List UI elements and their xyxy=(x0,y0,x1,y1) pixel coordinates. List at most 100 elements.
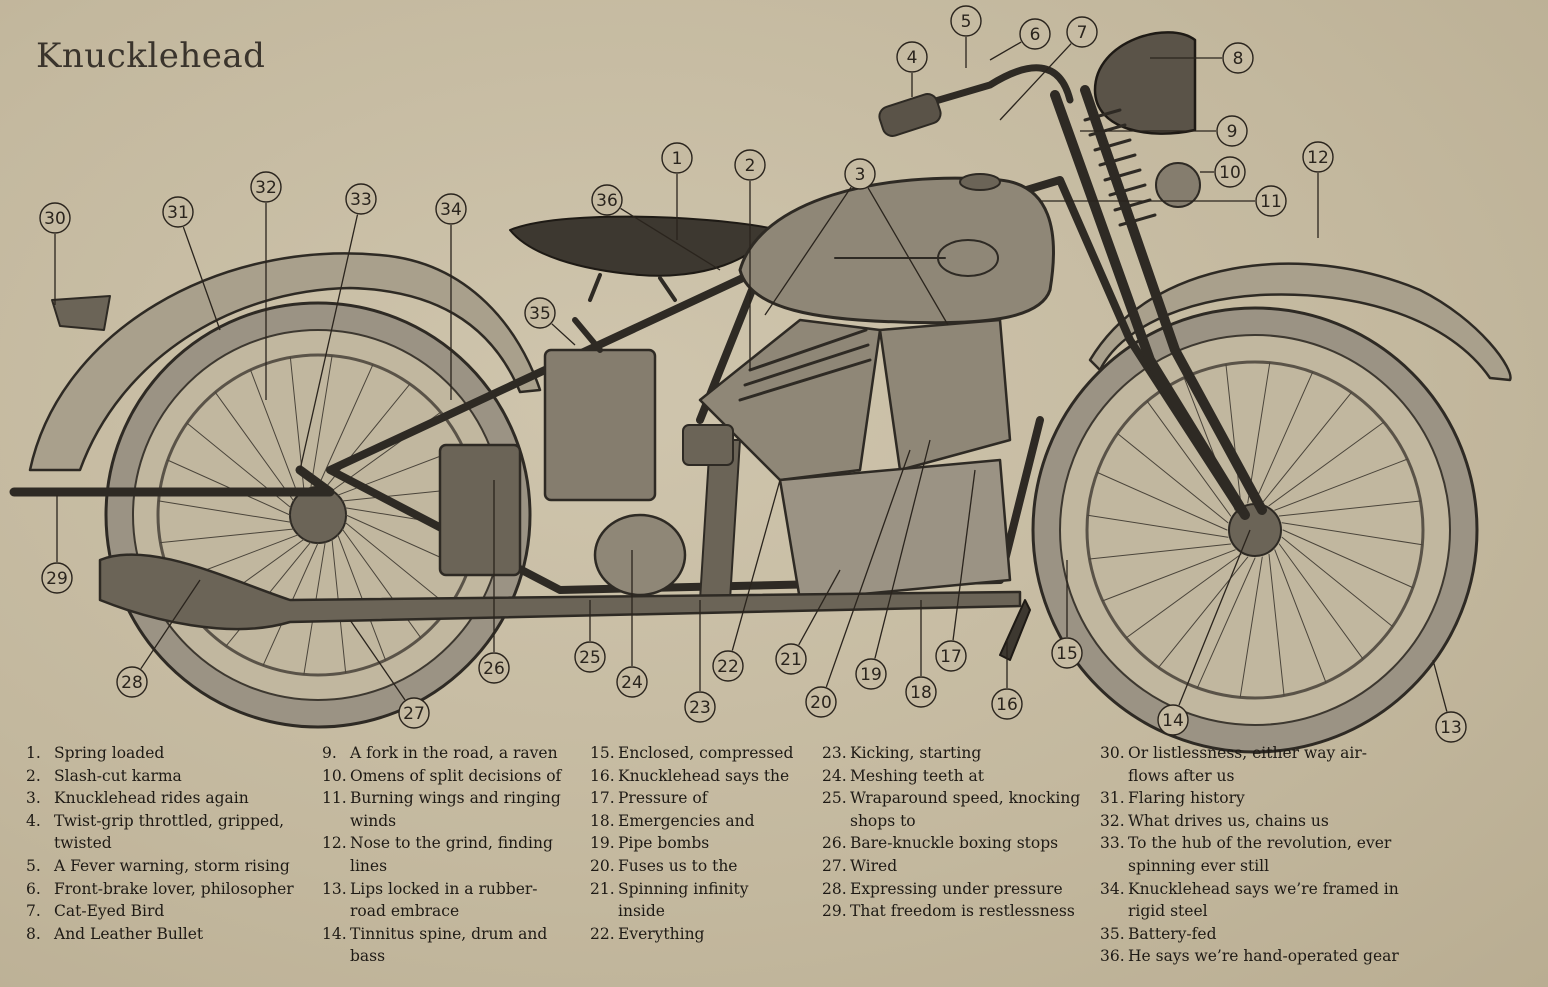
callout-number: 23 xyxy=(689,698,711,718)
callout-circle xyxy=(616,666,648,698)
callout-leader-6 xyxy=(989,41,1022,61)
handlebar xyxy=(901,64,1074,114)
legend-text: A Fever warning, storm rising xyxy=(54,856,290,875)
callout-22: 22 xyxy=(712,650,744,682)
callout-number: 6 xyxy=(1030,25,1041,45)
callout-28: 28 xyxy=(116,666,148,698)
callout-circle xyxy=(991,688,1023,720)
callout-number: 22 xyxy=(717,657,739,677)
legend-number: 31. xyxy=(1100,789,1125,808)
callout-circle xyxy=(935,640,967,672)
callout-number: 9 xyxy=(1227,122,1238,142)
legend-number: 21. xyxy=(590,879,615,898)
callout-circle xyxy=(684,691,716,723)
legend-item: 10.Omens of split decisions of xyxy=(322,765,572,788)
legend-text: Nose to the grind, finding lines xyxy=(350,834,553,875)
legend-item: 25.Wraparound speed, knocking shops to xyxy=(822,787,1082,832)
legend-item: 18.Emergencies and xyxy=(590,810,800,833)
callout-16: 16 xyxy=(991,688,1023,720)
callout-number: 26 xyxy=(483,659,505,679)
callout-23: 23 xyxy=(684,691,716,723)
callout-18: 18 xyxy=(905,676,937,708)
callout-33: 33 xyxy=(345,183,377,215)
legend-number: 12. xyxy=(322,834,347,853)
callout-35: 35 xyxy=(524,297,556,329)
callout-25: 25 xyxy=(574,641,606,673)
legend-text: Knucklehead rides again xyxy=(54,789,249,808)
callout-24: 24 xyxy=(616,666,648,698)
legend-item: 9.A fork in the road, a raven xyxy=(322,742,572,765)
callout-4: 4 xyxy=(896,41,928,73)
legend-text: Everything xyxy=(618,924,705,943)
legend-text: Bare-knuckle boxing stops xyxy=(850,834,1059,853)
callout-3: 3 xyxy=(844,158,876,190)
callout-circle xyxy=(805,686,837,718)
legend-text: That freedom is restlessness xyxy=(850,902,1075,921)
callout-circle xyxy=(345,183,377,215)
legend-number: 15. xyxy=(590,744,615,762)
legend-text: Flaring history xyxy=(1128,789,1245,808)
legend-item: 30.Or listlessness, either way air-flows… xyxy=(1100,742,1400,787)
legend-text: Twist-grip throttled, gripped, twisted xyxy=(54,811,285,853)
gas-tank xyxy=(738,176,1055,325)
callout-circle xyxy=(250,171,282,203)
callout-17: 17 xyxy=(935,640,967,672)
callout-number: 12 xyxy=(1307,148,1329,168)
callout-5: 5 xyxy=(950,5,982,37)
callout-number: 7 xyxy=(1077,23,1088,43)
legend-text: Omens of split decisions of xyxy=(350,766,562,785)
legend-text: Wraparound speed, knocking shops to xyxy=(850,789,1081,830)
legend-number: 32. xyxy=(1100,811,1125,830)
legend-item: 12.Nose to the grind, finding lines xyxy=(322,832,572,877)
legend-number: 24. xyxy=(822,766,847,785)
legend-item: 17.Pressure of xyxy=(590,787,800,810)
callout-number: 14 xyxy=(1162,711,1184,731)
legend-item: 13.Lips locked in a rubber-road embrace xyxy=(322,878,572,923)
legend-item: 21.Spinning infinity inside xyxy=(590,878,800,923)
callout-leader-7 xyxy=(999,43,1072,121)
legend-text: Slash-cut karma xyxy=(54,766,182,785)
callout-leader-31 xyxy=(182,226,221,331)
legend-item: 2.Slash-cut karma xyxy=(26,765,306,788)
callout-36: 36 xyxy=(591,184,623,216)
legend-text: Enclosed, compressed xyxy=(618,744,794,762)
callout-circle xyxy=(1216,115,1248,147)
callout-number: 15 xyxy=(1056,644,1078,664)
legend-number: 8. xyxy=(26,924,41,943)
legend-item: 26.Bare-knuckle boxing stops xyxy=(822,832,1082,855)
callout-circle xyxy=(398,697,430,729)
callout-number: 16 xyxy=(996,695,1018,715)
legend-number: 22. xyxy=(590,924,615,943)
legend-text: To the hub of the revolution, ever spinn… xyxy=(1128,834,1392,875)
callout-leader-21 xyxy=(798,569,841,646)
legend-text: Pressure of xyxy=(618,789,708,808)
legend-text: Battery-fed xyxy=(1128,924,1217,943)
callout-number: 25 xyxy=(579,648,601,668)
callout-number: 1 xyxy=(672,149,683,169)
legend-item: 31.Flaring history xyxy=(1100,787,1400,810)
legend-item: 8.And Leather Bullet xyxy=(26,923,306,946)
callout-leader-3 xyxy=(867,187,949,326)
legend-text: Tinnitus spine, drum and bass xyxy=(350,924,548,966)
callout-14: 14 xyxy=(1157,704,1189,736)
legend-item: 1.Spring loaded xyxy=(26,742,306,765)
callout-number: 31 xyxy=(167,203,189,223)
callout-circle xyxy=(162,196,194,228)
legend-number: 6. xyxy=(26,879,41,898)
callout-number: 3 xyxy=(855,165,866,185)
callout-6: 6 xyxy=(1019,18,1051,50)
callout-1: 1 xyxy=(661,142,693,174)
legend-item: 11.Burning wings and ringing winds xyxy=(322,787,572,832)
front-wheel xyxy=(1031,306,1479,754)
legend-number: 1. xyxy=(26,744,41,762)
callout-number: 5 xyxy=(961,12,972,32)
legend-text: Wired xyxy=(850,856,898,875)
callout-number: 4 xyxy=(907,48,918,68)
callout-number: 24 xyxy=(621,673,643,693)
callout-2: 2 xyxy=(734,149,766,181)
legend-item: 4.Twist-grip throttled, gripped, twisted xyxy=(26,810,306,855)
callout-circle xyxy=(661,142,693,174)
legend-text: Spinning infinity inside xyxy=(618,879,749,921)
callout-32: 32 xyxy=(250,171,282,203)
legend-item: 19.Pipe bombs xyxy=(590,832,800,855)
